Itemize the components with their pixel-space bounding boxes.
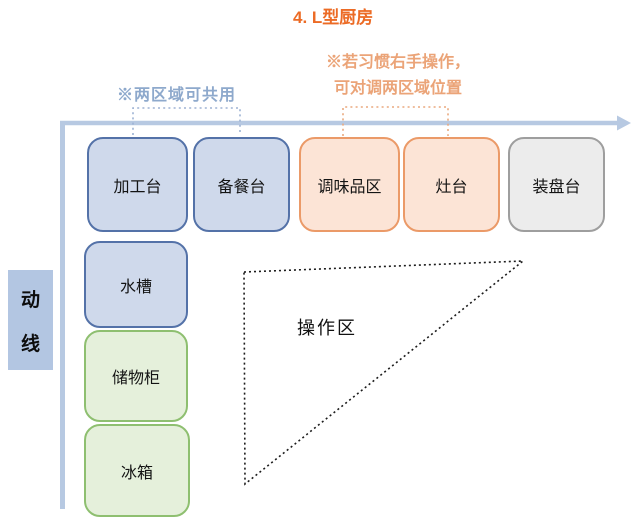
swap-zones-note: ※若习惯右手操作， 可对调两区域位置: [317, 50, 479, 102]
zone-plating-counter: 装盘台: [508, 137, 605, 232]
zone-prep-counter: 备餐台: [193, 137, 290, 232]
shared-zones-bracket: [132, 107, 241, 135]
zone-condiment-area-label: 调味品区: [317, 178, 382, 196]
shared-zones-note: ※两区域可共用: [117, 87, 237, 104]
zone-processing-counter: 加工台: [87, 137, 188, 232]
zone-stove-label: 灶台: [435, 178, 468, 196]
flow-path-label-char2: 线: [20, 333, 40, 355]
zone-storage-cabinet-label: 储物柜: [111, 370, 160, 387]
zone-stove: 灶台: [403, 137, 500, 232]
flow-path-label: 动 线: [8, 270, 53, 370]
work-area-label: 操作区: [297, 318, 357, 338]
swap-zones-note-line1: ※若习惯右手操作，: [325, 54, 470, 71]
zone-storage-cabinet: 储物柜: [84, 330, 188, 422]
zone-prep-counter-label: 备餐台: [217, 178, 266, 196]
flow-path-label-char1: 动: [20, 289, 40, 311]
swap-zones-bracket: [342, 106, 449, 136]
work-triangle: [243, 260, 526, 486]
zone-fridge: 冰箱: [84, 424, 190, 517]
swap-zones-note-line2: 可对调两区域位置: [333, 80, 462, 97]
zone-sink-label: 水槽: [119, 278, 152, 296]
zone-fridge-label: 冰箱: [120, 464, 153, 482]
zone-condiment-area: 调味品区: [299, 137, 400, 232]
zone-sink: 水槽: [84, 241, 188, 328]
zone-plating-counter-label: 装盘台: [532, 178, 581, 196]
flow-arrowhead-right-icon: [617, 115, 631, 131]
zone-processing-counter-label: 加工台: [113, 178, 162, 196]
diagram-title: 4. L型厨房: [293, 8, 374, 27]
